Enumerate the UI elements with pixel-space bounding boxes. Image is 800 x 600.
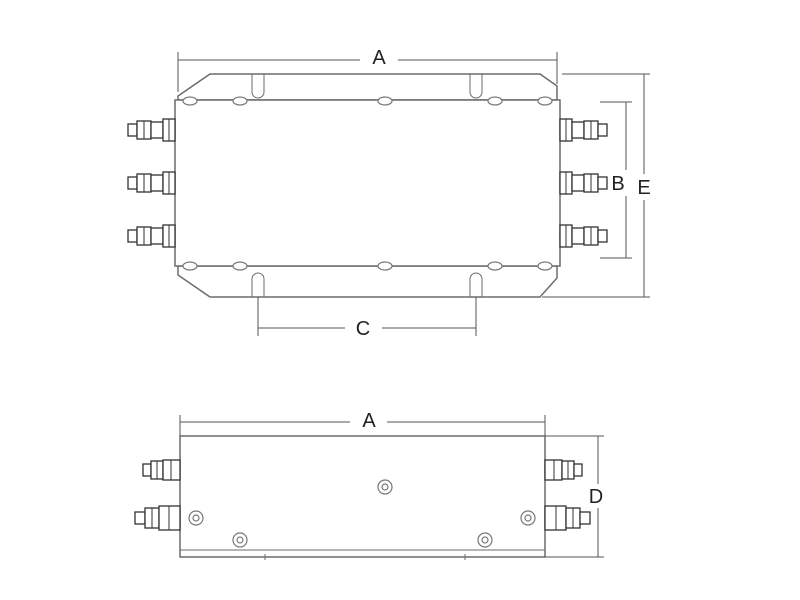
slot-top-right [469, 74, 483, 99]
top-view: A B E C [127, 47, 651, 340]
terminal-bolt-icon [559, 171, 608, 195]
terminal-bolt-icon [142, 459, 181, 481]
dimension-a-side: A [179, 410, 546, 436]
lid-screws-top [182, 96, 553, 106]
screw-icon [377, 479, 393, 495]
screw-icon [188, 510, 204, 526]
side-view: A D [134, 410, 604, 560]
right-terminals-top-view [559, 118, 608, 248]
dim-label-d: D [589, 486, 603, 508]
screw-icon [232, 96, 248, 106]
dimension-b: B [600, 101, 632, 259]
terminal-bolt-icon [127, 224, 176, 248]
screw-icon [477, 532, 493, 548]
bottom-mounting-flange [177, 265, 558, 298]
terminal-bolt-icon [559, 224, 608, 248]
terminal-bolt-icon [559, 118, 608, 142]
screw-icon [537, 96, 553, 106]
screw-icon [232, 261, 248, 271]
screw-icon [232, 532, 248, 548]
dimension-d: D [545, 435, 604, 558]
dimension-c: C [257, 297, 477, 340]
dim-label-b: B [611, 173, 624, 195]
terminal-bolt-icon [544, 459, 583, 481]
screw-icon [537, 261, 553, 271]
dim-label-e: E [637, 177, 650, 199]
mounting-slots [251, 74, 483, 297]
dimension-a-top: A [177, 47, 558, 92]
screw-icon [487, 96, 503, 106]
dim-label-c: C [356, 318, 370, 340]
slot-bottom-right [469, 272, 483, 297]
left-terminals-side-view [134, 459, 181, 531]
top-mounting-flange [177, 73, 558, 101]
right-terminals-side-view [544, 459, 591, 531]
slot-bottom-left [251, 272, 265, 297]
terminal-bolt-icon [544, 505, 591, 531]
slot-top-left [251, 74, 265, 99]
screw-icon [377, 261, 393, 271]
terminal-bolt-icon [127, 118, 176, 142]
screw-icon [182, 261, 198, 271]
terminal-bolt-icon [127, 171, 176, 195]
screw-icon [520, 510, 536, 526]
left-terminals-top-view [127, 118, 176, 248]
lid-screws-bottom [182, 261, 553, 271]
filter-body-top [174, 99, 561, 267]
screw-icon [377, 96, 393, 106]
screw-icon [487, 261, 503, 271]
terminal-bolt-icon [134, 505, 181, 531]
dim-label-a-side: A [362, 410, 376, 432]
dimension-e: E [542, 73, 651, 298]
dim-label-a-top: A [372, 47, 386, 69]
side-face-screws [188, 479, 536, 548]
screw-icon [182, 96, 198, 106]
